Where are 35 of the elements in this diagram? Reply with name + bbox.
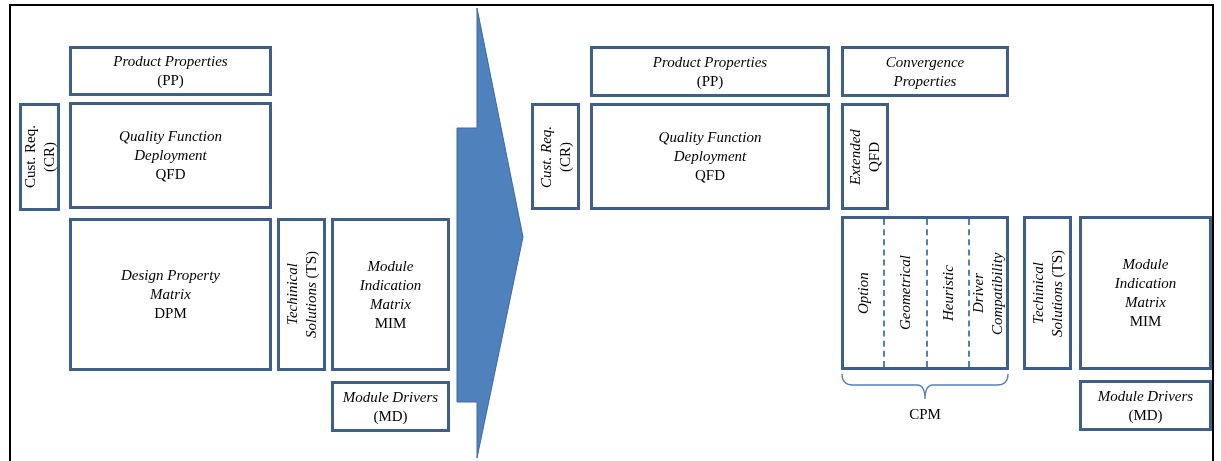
matrix-box [69, 218, 272, 371]
label-box [841, 103, 889, 210]
box-text: Convergence Properties [884, 52, 966, 91]
box-text: Module Indication Matrix MIM [1113, 255, 1178, 331]
label-box [531, 103, 580, 210]
matrix-box [1079, 216, 1212, 370]
box-text: Option [854, 271, 872, 316]
label-box [19, 103, 60, 211]
label-box [277, 218, 326, 371]
label-box [69, 46, 272, 96]
box-text: Quality Function Deployment QFD [657, 128, 763, 185]
box-text: Module Drivers (MD) [341, 387, 440, 426]
box-text: Extended QFD [846, 127, 883, 187]
box-text: Cust. Req. (CR) [20, 124, 58, 191]
box-text: Product Properties (PP) [651, 52, 769, 91]
box-text: Geometrical [896, 254, 914, 333]
matrix-box [590, 103, 830, 210]
box-text: Quality Function Deployment QFD [118, 127, 223, 184]
box-text: Product Properties (PP) [112, 52, 229, 90]
box-text: Heuristic [938, 264, 957, 323]
label-box [590, 46, 830, 97]
block-arrow [456, 7, 524, 459]
label-box [1079, 380, 1212, 431]
label-box [1023, 216, 1072, 370]
label-box [331, 381, 450, 432]
box-text: Module Drivers (MD) [1096, 386, 1195, 425]
matrix-box [331, 218, 450, 371]
matrix-box [841, 216, 1009, 370]
box-text: Driver Compatibility [969, 250, 1006, 337]
box-text: Module Indication Matrix MIM [358, 256, 423, 333]
group-label: CPM [909, 405, 941, 424]
box-text: Cust. Req. (CR) [536, 124, 574, 190]
box-text: Design Property Matrix DPM [120, 266, 221, 323]
label-box [841, 46, 1009, 97]
matrix-box [69, 102, 272, 209]
